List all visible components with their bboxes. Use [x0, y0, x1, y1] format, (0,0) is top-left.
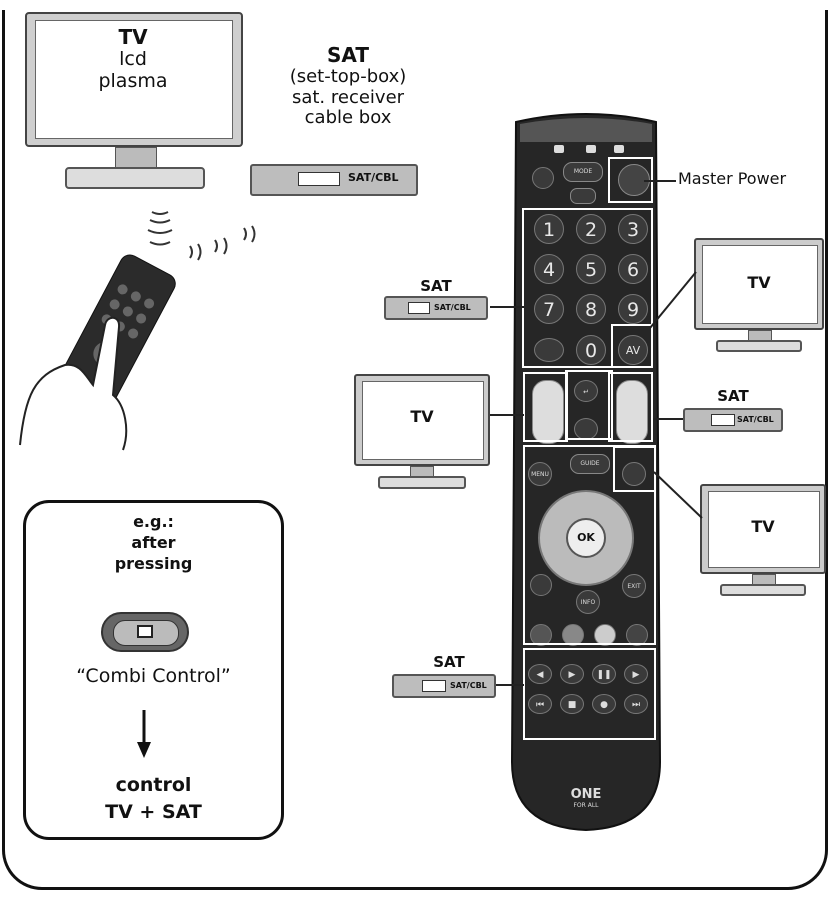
- menu-button[interactable]: MENU: [528, 462, 552, 486]
- legend-quote: “Combi Control”: [76, 665, 231, 687]
- legend-tvsat: TV + SAT: [105, 800, 202, 823]
- right-sat-mid: SAT SAT/CBL: [683, 387, 793, 434]
- bottom-sat: SAT SAT/CBL: [392, 653, 502, 700]
- main-sat-line3: cable box: [304, 107, 392, 129]
- master-power-label: Master Power: [678, 169, 787, 188]
- key-extra[interactable]: [534, 338, 564, 362]
- keypad-highlight: [522, 208, 653, 368]
- back-button[interactable]: ↵: [574, 380, 598, 402]
- key-av[interactable]: AV: [618, 335, 648, 365]
- right-tv-bottom-label: TV: [751, 517, 775, 536]
- key-4[interactable]: 4: [534, 254, 564, 284]
- guide-button[interactable]: GUIDE: [570, 454, 610, 474]
- main-sat-box: SAT/CBL: [250, 164, 418, 196]
- green-key[interactable]: [562, 624, 584, 646]
- main-sat-line2: sat. receiver: [291, 86, 405, 108]
- main-sat-line1: (set-top-box): [289, 66, 407, 87]
- yellow-key[interactable]: [594, 624, 616, 646]
- key-3[interactable]: 3: [618, 214, 648, 244]
- right-sat-mid-device: SAT/CBL: [737, 415, 774, 424]
- tv-dtv-button[interactable]: [530, 574, 552, 596]
- bottom-sat-device: SAT/CBL: [450, 681, 487, 690]
- key-0[interactable]: 0: [576, 335, 606, 365]
- legend-line1: e.g.:: [133, 512, 174, 531]
- av-highlight: [611, 324, 653, 368]
- left-sat-keypad-device: SAT/CBL: [434, 303, 471, 312]
- main-tv-line2: plasma: [98, 69, 168, 92]
- main-sat-title: SAT: [327, 43, 369, 67]
- text-highlight: [613, 446, 656, 492]
- right-tv-top: TV: [694, 238, 824, 354]
- brand-line2: FOR ALL: [573, 801, 599, 809]
- diagram-frame: [2, 10, 828, 890]
- key-5[interactable]: 5: [576, 254, 606, 284]
- left-tv-mid-label: TV: [410, 407, 434, 426]
- legend-box: [23, 500, 284, 840]
- main-tv-line1: lcd: [119, 48, 147, 70]
- key-7[interactable]: 7: [534, 294, 564, 324]
- channel-rocker[interactable]: [616, 380, 648, 444]
- combi-control-button: [101, 612, 189, 652]
- left-tv-mid: TV: [354, 374, 490, 492]
- right-tv-bottom: TV: [700, 484, 826, 599]
- mute-back-highlight: [565, 370, 613, 440]
- bottom-sat-label: SAT: [433, 653, 465, 671]
- volume-highlight: [523, 372, 568, 442]
- hand-with-remote: [19, 254, 176, 451]
- key-2[interactable]: 2: [576, 214, 606, 244]
- main-sat-device-label: SAT/CBL: [348, 171, 399, 184]
- down-arrow-icon: [137, 710, 151, 758]
- main-tv: TV lcd plasma: [25, 12, 243, 190]
- left-sat-keypad: SAT SAT/CBL: [384, 277, 494, 324]
- right-sat-mid-label: SAT: [717, 387, 749, 405]
- channel-highlight: [608, 372, 653, 442]
- brand-line1: ONE: [570, 787, 602, 802]
- exit-button[interactable]: EXIT: [622, 574, 646, 598]
- main-tv-title: TV: [118, 25, 148, 49]
- key-1[interactable]: 1: [534, 214, 564, 244]
- mode-button[interactable]: MODE: [563, 162, 603, 182]
- volume-rocker[interactable]: [532, 380, 564, 444]
- text-button[interactable]: [622, 462, 646, 486]
- legend-line2: after: [131, 532, 176, 552]
- info-button[interactable]: INFO: [576, 590, 600, 614]
- red-key[interactable]: [530, 624, 552, 646]
- legend-line3: pressing: [114, 553, 193, 573]
- key-8[interactable]: 8: [576, 294, 606, 324]
- ok-button[interactable]: OK: [566, 518, 606, 558]
- right-tv-top-label: TV: [747, 273, 771, 292]
- signal-waves: [147, 211, 256, 261]
- connector-tv-bottom: [653, 471, 703, 519]
- transport-highlight: [523, 648, 656, 740]
- left-sat-keypad-label: SAT: [420, 277, 452, 295]
- blue-key[interactable]: [626, 624, 648, 646]
- navigation-highlight: [523, 445, 656, 645]
- connector-tv-top: [649, 271, 697, 329]
- key-6[interactable]: 6: [618, 254, 648, 284]
- key-9[interactable]: 9: [618, 294, 648, 324]
- legend-control: control: [115, 774, 192, 796]
